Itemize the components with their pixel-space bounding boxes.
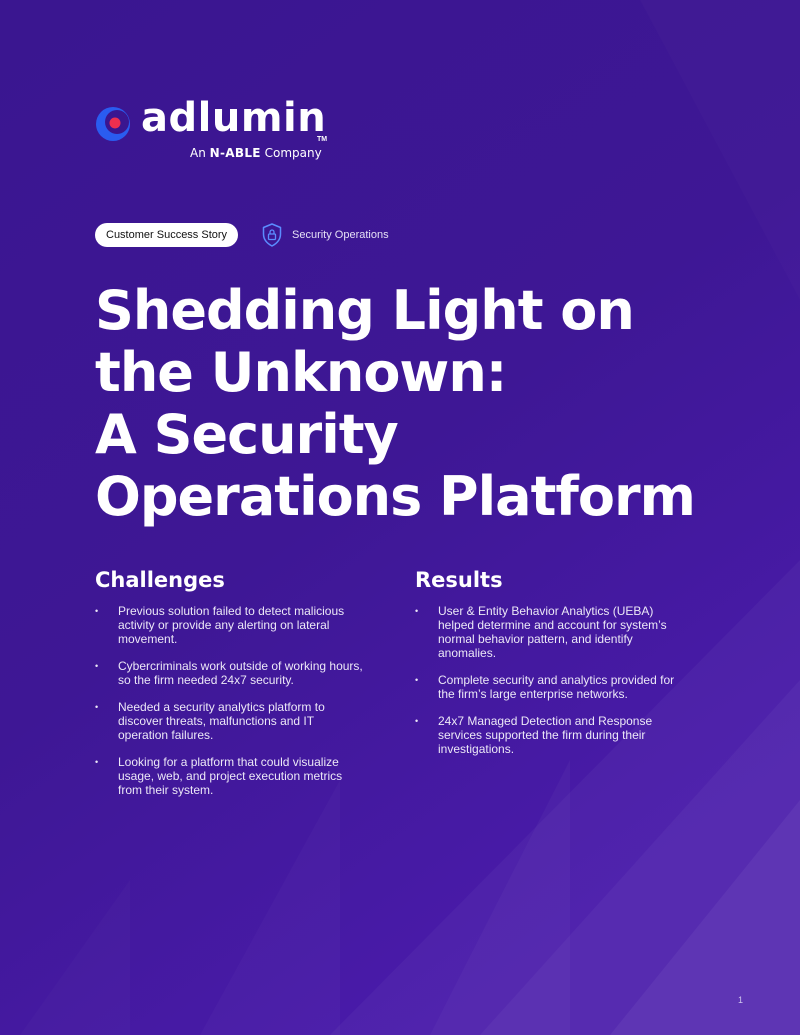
challenges-heading: Challenges [95, 568, 225, 592]
list-item: 24x7 Managed Detection and Response serv… [415, 714, 690, 756]
logo-subtitle-brand: N-ABLE [209, 146, 261, 160]
page-title: Shedding Light on the Unknown: A Securit… [95, 280, 785, 528]
results-list: User & Entity Behavior Analytics (UEBA) … [415, 604, 690, 756]
list-item: User & Entity Behavior Analytics (UEBA) … [415, 604, 690, 660]
logo-wordmark: adlumin [141, 95, 327, 141]
logo-subtitle-prefix: An [190, 146, 206, 160]
logo-trademark: TM [317, 136, 328, 143]
list-item: Complete security and analytics provided… [415, 673, 690, 701]
list-item: Cybercriminals work outside of working h… [95, 659, 365, 687]
logo-subtitle: An N-ABLE Company [190, 146, 322, 160]
list-item: Needed a security analytics platform to … [95, 700, 365, 742]
title-line: Operations Platform [95, 465, 696, 528]
adlumin-logo-icon [96, 107, 130, 141]
list-item: Previous solution failed to detect malic… [95, 604, 365, 646]
logo-subtitle-suffix: Company [264, 146, 322, 160]
results-heading: Results [415, 568, 503, 592]
title-line: the Unknown: [95, 341, 507, 404]
customer-success-story-pill: Customer Success Story [95, 223, 239, 247]
challenges-section: Challenges Previous solution failed to d… [95, 566, 365, 810]
title-line: A Security [95, 403, 399, 466]
page-number: 1 [738, 995, 744, 1005]
shield-lock-icon [262, 223, 282, 247]
category-label: Security Operations [292, 229, 389, 241]
challenges-list: Previous solution failed to detect malic… [95, 604, 365, 797]
title-line: Shedding Light on [95, 279, 635, 342]
results-section: Results User & Entity Behavior Analytics… [415, 566, 690, 769]
list-item: Looking for a platform that could visual… [95, 755, 365, 797]
